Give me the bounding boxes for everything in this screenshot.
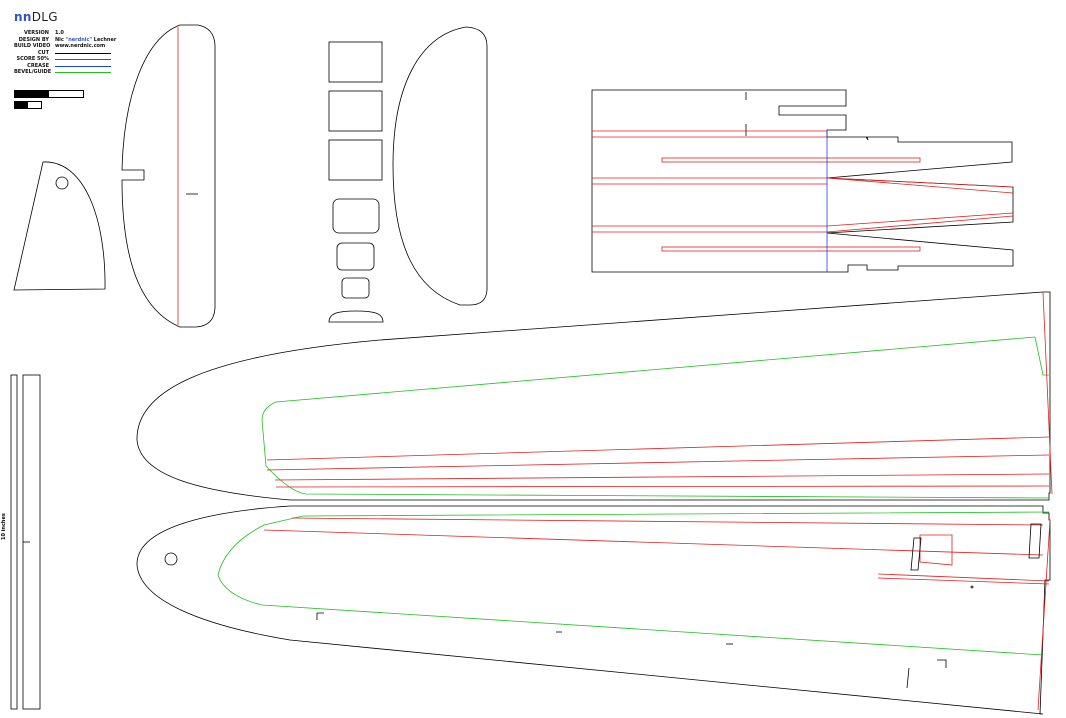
legend-key: SCORE 50% — [16, 56, 50, 62]
half-dome — [328, 310, 384, 323]
legend-key: DESIGN BY — [18, 36, 49, 43]
scale-bar-small — [14, 101, 42, 109]
legend-key: BEVEL/GUIDE — [14, 69, 52, 75]
small-rect-3 — [328, 139, 383, 181]
title-prefix: nn — [14, 10, 32, 24]
legend-value: Nic "nerdnic" Lechner — [55, 36, 117, 43]
scale-bar-fill — [15, 102, 28, 108]
fuselage-part — [591, 89, 1014, 273]
rounded-rect-3 — [341, 277, 370, 299]
scale-bar-fill — [15, 91, 49, 97]
legend-value: www.nerdnic.com — [55, 43, 106, 49]
legend-value: 1.0 — [55, 30, 64, 36]
legend-line-crease — [55, 65, 111, 67]
app-title: nnDLG — [14, 10, 58, 24]
wing-hole — [164, 552, 178, 566]
legend-key: CUT — [37, 49, 49, 56]
small-parts — [328, 41, 384, 323]
fin-part — [13, 161, 106, 291]
legend-line-score — [55, 59, 111, 60]
legend-key: BUILD VIDEO — [14, 43, 51, 49]
fin-hole — [55, 176, 69, 190]
scale-bar-large — [14, 90, 84, 98]
stabilizer-part — [121, 24, 216, 328]
rounded-rect-2 — [336, 242, 375, 271]
wing-upper — [136, 291, 1053, 501]
rounded-rect-1 — [332, 198, 380, 234]
legend-line-guide — [55, 72, 111, 73]
legend-key: CREASE — [27, 62, 49, 69]
ruler — [10, 374, 41, 710]
small-rect-1 — [328, 41, 383, 83]
title-name: DLG — [31, 10, 58, 24]
legend-line-cut — [55, 52, 111, 54]
small-rect-2 — [328, 90, 383, 132]
rudder-part — [392, 26, 488, 306]
ruler-narrow — [10, 374, 18, 710]
wing-lower — [136, 505, 1051, 715]
legend-key: VERSION — [23, 30, 49, 36]
